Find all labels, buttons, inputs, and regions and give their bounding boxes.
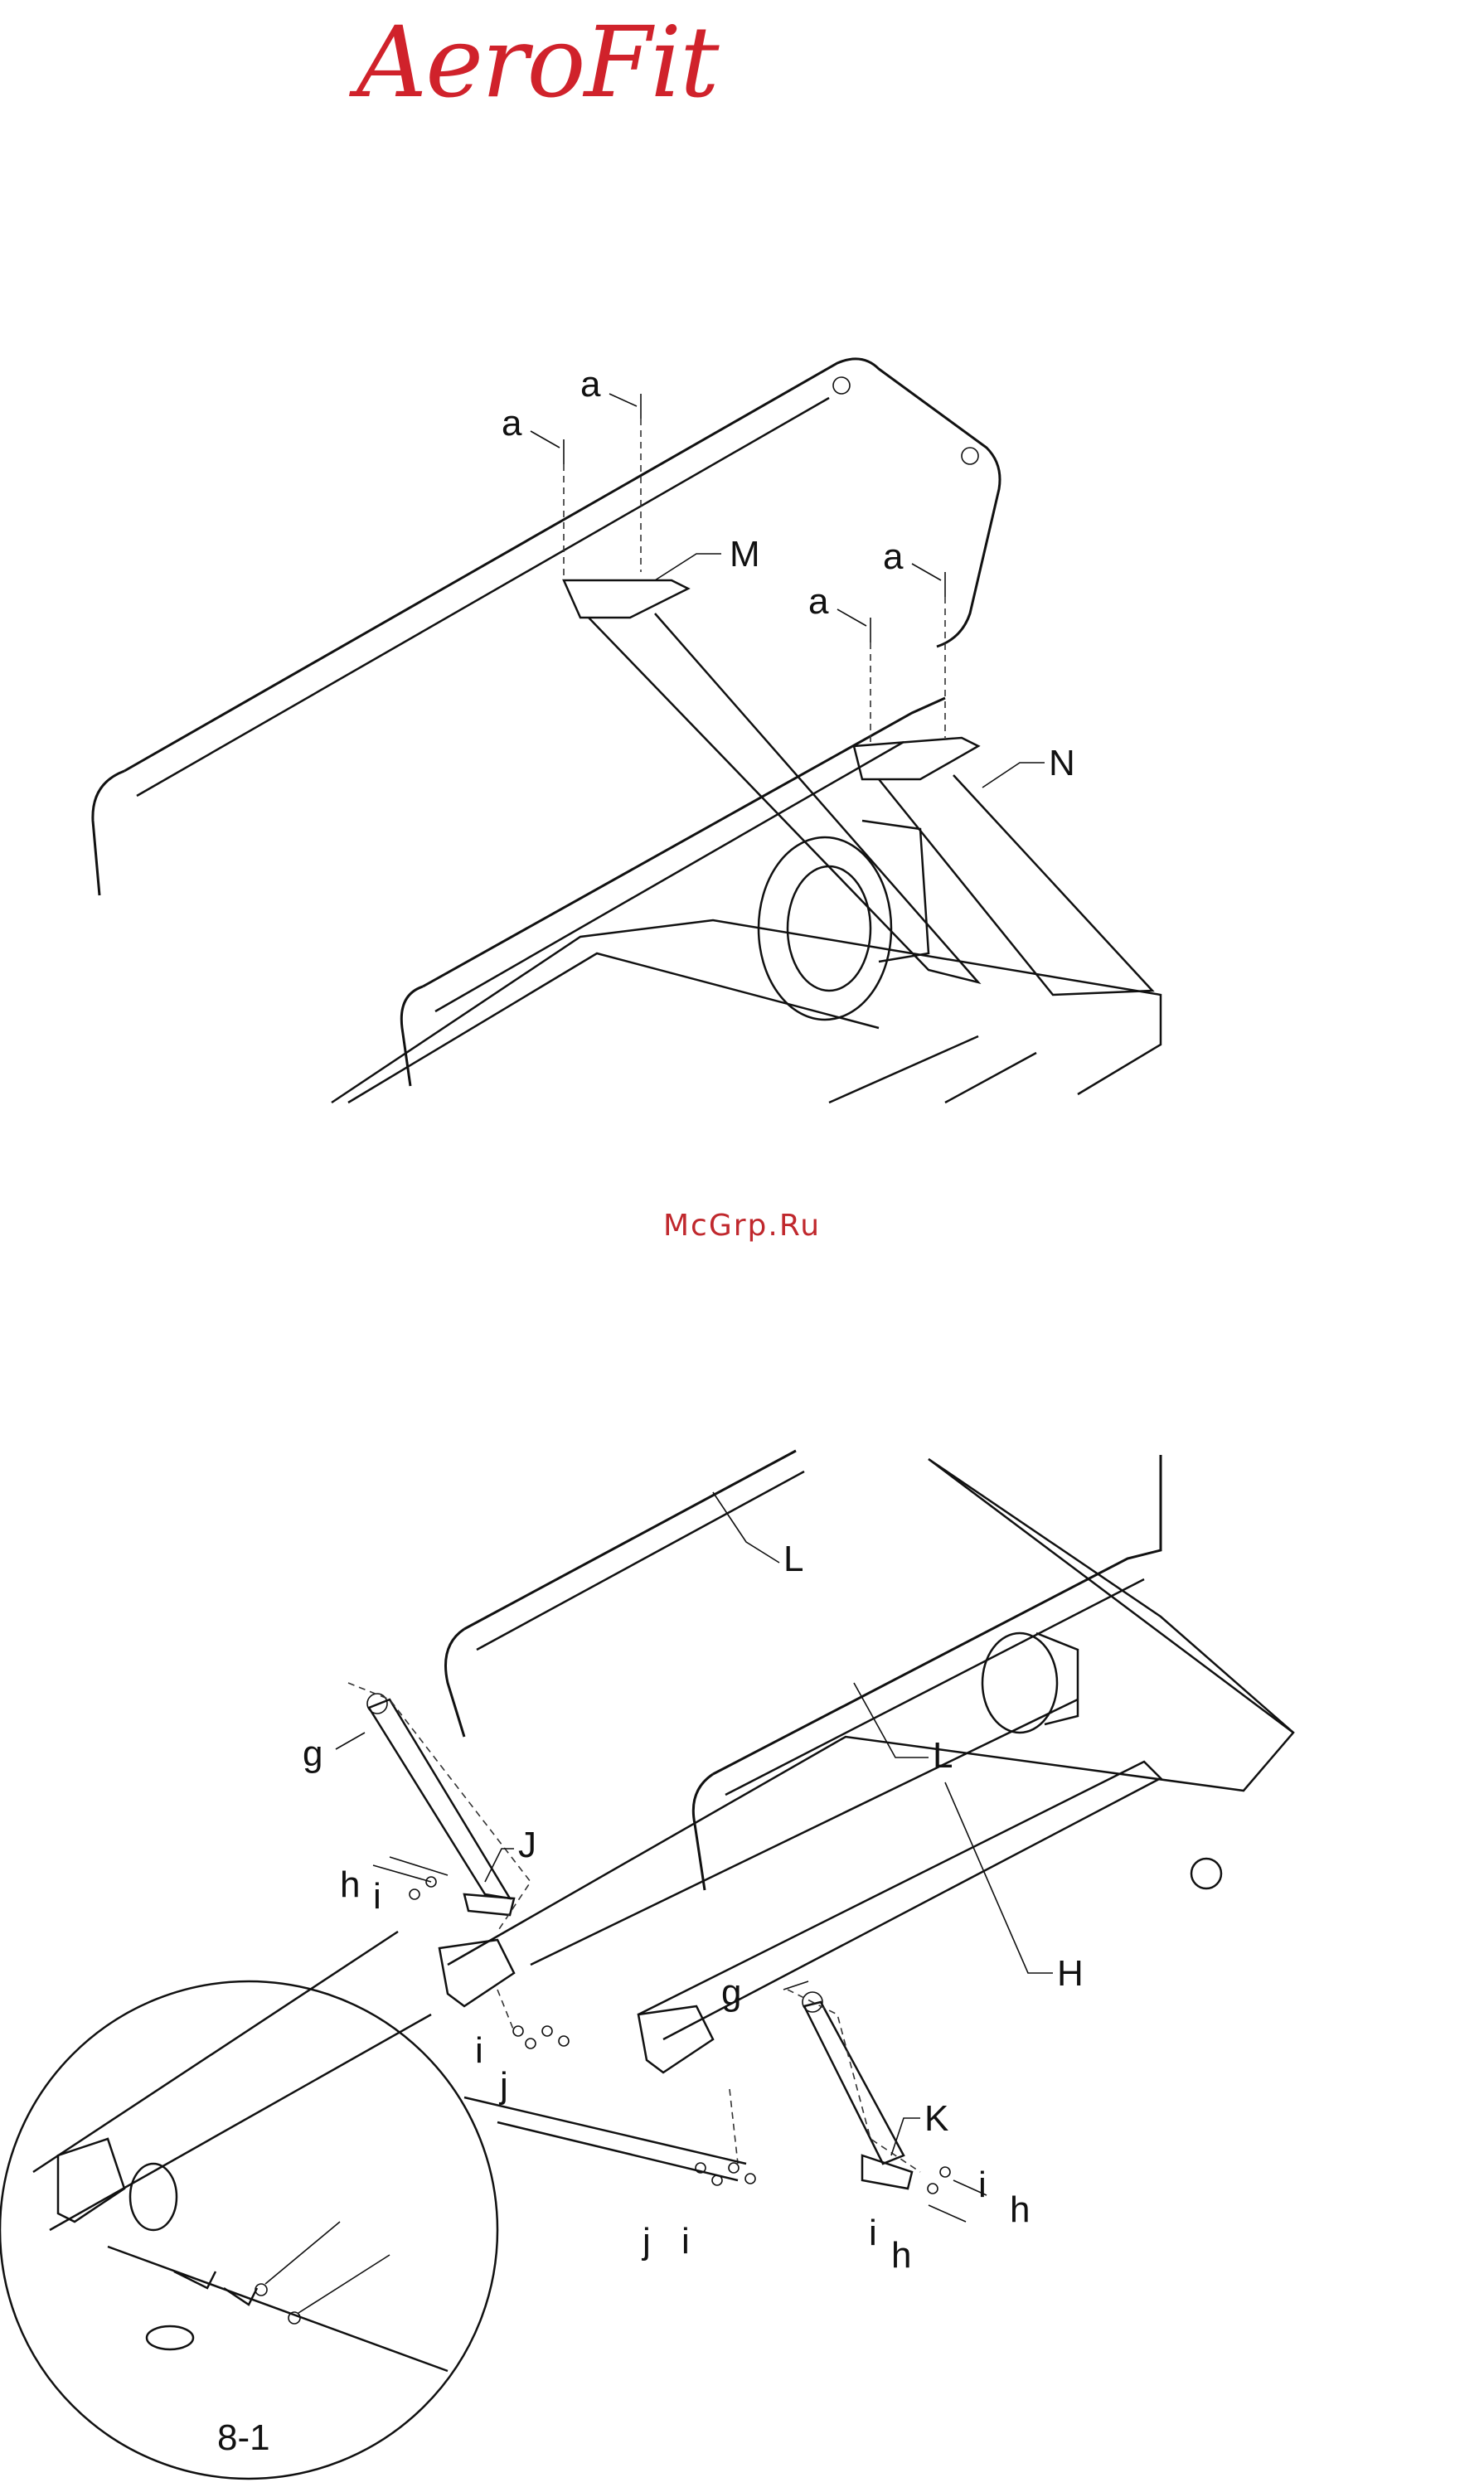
label-a-1: a: [502, 403, 522, 444]
label-h-2: h: [1010, 2189, 1030, 2230]
label-i-4: i: [978, 2165, 987, 2205]
label-J: J: [518, 1825, 536, 1865]
label-L-1: L: [783, 1539, 803, 1579]
deck-frame: [332, 920, 1161, 1103]
label-i-2: i: [475, 2030, 483, 2071]
watermark: McGrp.Ru: [0, 1209, 1484, 1243]
label-a-2: a: [580, 364, 601, 405]
label-M: M: [730, 534, 760, 575]
label-h-3: h: [891, 2235, 911, 2276]
detail-inset-8-1: [0, 1932, 746, 2479]
label-H: H: [1057, 1953, 1084, 1994]
label-j-2: j: [641, 2221, 651, 2262]
label-a-3: a: [808, 581, 829, 622]
upright-N: [854, 738, 1152, 995]
label-a-4: a: [883, 536, 904, 577]
label-i-3: i: [681, 2221, 690, 2262]
deck-frame: [448, 1459, 1293, 2039]
label-L-2: L: [933, 1735, 953, 1776]
label-g-1: g: [303, 1733, 323, 1774]
label-i-5: i: [869, 2213, 877, 2253]
aerofit-logo: AeroFit: [356, 0, 788, 141]
hardware: [348, 1683, 987, 2222]
logo-text: AeroFit: [356, 0, 718, 124]
handrail-frame: [93, 359, 1000, 1086]
support-arm-J: [367, 1694, 514, 1915]
top-assembly-diagram: a a a a M N: [0, 315, 1484, 1426]
label-K: K: [924, 2098, 948, 2139]
detail-label: 8-1: [217, 2417, 270, 2458]
label-j-1: j: [498, 2065, 508, 2106]
label-i-1: i: [373, 1876, 381, 1917]
motor-housing: [759, 821, 929, 1020]
label-h-1: h: [340, 1864, 360, 1905]
end-caps: [439, 1859, 1221, 2073]
label-N: N: [1049, 743, 1075, 783]
label-g-2: g: [721, 1972, 741, 2013]
handrails: [446, 1451, 1161, 1890]
bottom-assembly-diagram: L L H J K g g h h h i i i i i j j 8-1: [0, 1409, 1484, 2487]
